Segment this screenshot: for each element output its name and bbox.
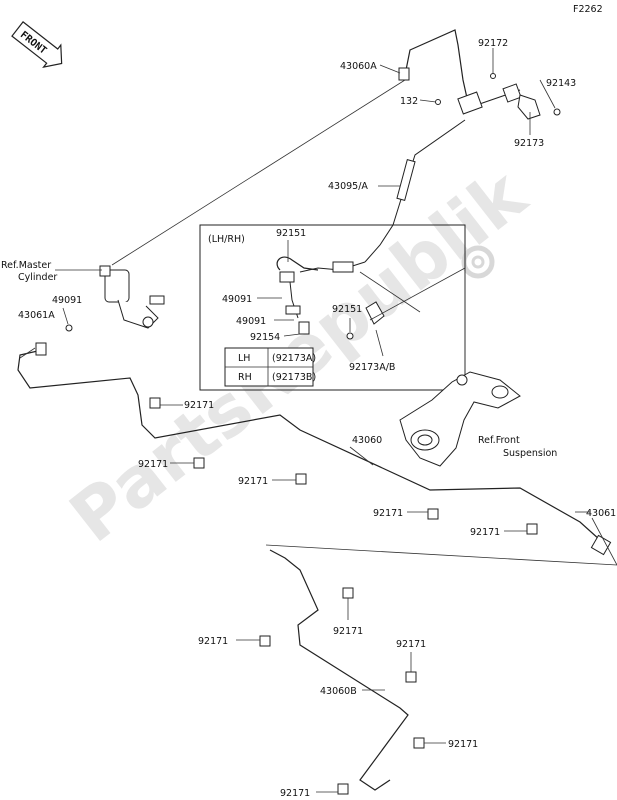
label-49091-b: 49091 (52, 295, 82, 306)
inset-box: (LH/RH) LH (92173A) RH (92173B) (199, 224, 466, 391)
leader-gear-b (369, 267, 466, 321)
label-ref-master-1: Ref.Master (1, 260, 51, 271)
label-92172: 92172 (478, 38, 508, 49)
label-43061: 43061 (586, 508, 616, 519)
front-arrow-icon: FRONT (11, 21, 63, 69)
clip-icons (149, 397, 538, 795)
label-49091-a: 49091 (222, 294, 252, 305)
label-ref-front-2: Suspension (503, 448, 557, 459)
label-92173: 92173 (514, 138, 544, 149)
label-132: 132 (400, 96, 418, 107)
brake-pipe-43060 (17, 342, 617, 566)
label-92171-f: 92171 (333, 626, 363, 637)
front-knuckle (399, 371, 521, 467)
upper-brake-cable (299, 29, 561, 273)
label-92173AB: 92173A/B (349, 362, 395, 373)
label-92171-a: 92171 (184, 400, 214, 411)
inset-table-rh: RH (238, 372, 252, 383)
label-92154: 92154 (250, 332, 280, 343)
label-43060B: 43060B (320, 686, 357, 697)
label-92171-c: 92171 (238, 476, 268, 487)
master-cylinder (55, 265, 165, 332)
inset-table-lh-part: (92173A) (272, 353, 316, 364)
gear-watermark-icon (461, 245, 495, 279)
label-92171-b: 92171 (138, 459, 168, 470)
label-43095A: 43095/A (328, 181, 368, 192)
inset-table-lh: LH (238, 353, 250, 364)
label-92171-j: 92171 (280, 788, 310, 799)
label-ref-front-1: Ref.Front (478, 435, 520, 446)
label-43060A: 43060A (340, 61, 377, 72)
callout-labels: 43060A 92172 92143 132 92173 43095/A 921… (1, 38, 616, 799)
leader-gear (359, 271, 421, 313)
leader-lines-upper (111, 48, 556, 266)
label-92143: 92143 (546, 78, 576, 89)
inset-title: (LH/RH) (208, 234, 245, 245)
inset-table-rh-part: (92173B) (272, 372, 316, 383)
label-43060: 43060 (352, 435, 382, 446)
label-ref-master-2: Cylinder (18, 272, 57, 283)
label-43061A: 43061A (18, 310, 55, 321)
label-92151-a: 92151 (276, 228, 306, 239)
label-92171-h: 92171 (396, 639, 426, 650)
brake-pipe-43060B (269, 549, 409, 791)
label-92171-d: 92171 (373, 508, 403, 519)
label-92171-e: 92171 (470, 527, 500, 538)
page-code: F2262 (573, 4, 603, 15)
label-49091-c: 49091 (236, 316, 266, 327)
label-92171-g: 92171 (198, 636, 228, 647)
label-92171-i: 92171 (448, 739, 478, 750)
label-92151-b: 92151 (332, 304, 362, 315)
